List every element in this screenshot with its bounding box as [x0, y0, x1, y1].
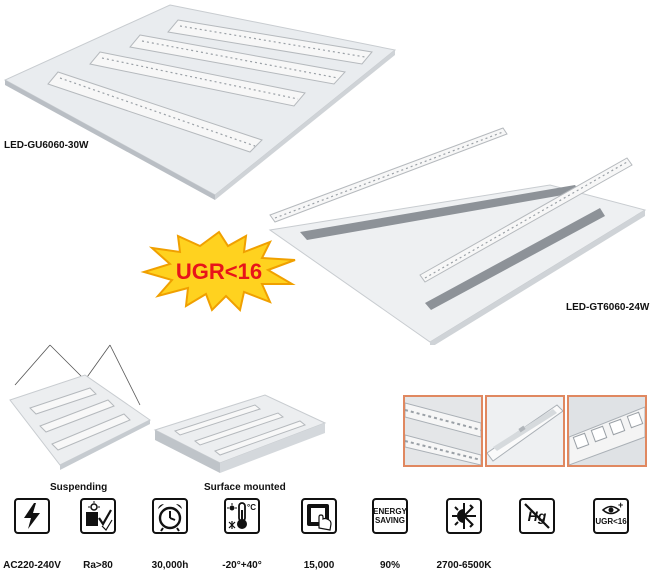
ugr-badge-text: UGR<16: [176, 259, 262, 284]
suspending-image: [9, 344, 151, 470]
feature-color-rendering: Ra>80: [62, 498, 134, 571]
energy-line-2: SAVING: [374, 516, 406, 525]
alarm-clock-icon: [152, 498, 188, 534]
surface-mounted-label: Surface mounted: [204, 482, 286, 493]
detail-closeup-1: [403, 395, 483, 467]
energy-line-1: ENERGY: [373, 507, 407, 516]
sun-snowflake-icon: [446, 498, 482, 534]
gu6060-label: LED-GU6060-30W: [4, 140, 89, 151]
gt6060-label: LED-GT6060-24W: [566, 302, 650, 313]
switch-icon: [301, 498, 337, 534]
suspending-label: Suspending: [50, 482, 108, 493]
detail-closeup-2: [485, 395, 565, 467]
thermometer-icon: °C: [224, 498, 260, 534]
feature-caption: Ra>80: [83, 560, 113, 571]
feature-caption: AC220-240V: [3, 560, 61, 571]
gu6060-panel-image: [3, 4, 397, 200]
feature-caption: 90%: [379, 560, 400, 571]
feature-caption: -20°+40°: [222, 560, 262, 571]
feature-color-temperature: 2700-6500K: [428, 498, 500, 571]
feature-voltage: AC220-240V: [0, 498, 68, 571]
feature-switching: 15,000: [283, 498, 355, 571]
feature-caption: 15,000: [303, 560, 335, 571]
no-mercury-icon: Hg: [519, 498, 555, 534]
feature-caption: 2700-6500K: [436, 560, 492, 571]
feature-lifetime: 30,000h: [134, 498, 206, 571]
feature-ugr: + UGR<16: [575, 498, 647, 560]
surface-mounted-image: [153, 394, 327, 473]
feature-caption: 30,000h: [151, 560, 189, 571]
eye-plus: +: [618, 500, 624, 510]
feature-temperature: °C -20°+40°: [206, 498, 278, 571]
ugr-badge: UGR<16: [140, 230, 296, 312]
eye-ugr-icon: + UGR<16: [593, 498, 629, 534]
energy-saving-icon: ENERGY SAVING: [372, 498, 408, 534]
feature-energy-saving: ENERGY SAVING 90%: [354, 498, 426, 571]
color-rendering-icon: [80, 498, 116, 534]
detail-closeup-3: [567, 395, 647, 467]
thermometer-unit: °C: [247, 503, 256, 512]
gt6060-panel-image: [268, 127, 647, 345]
feature-no-mercury: Hg: [501, 498, 573, 560]
lightning-icon: [14, 498, 50, 534]
eye-ugr-text: UGR<16: [595, 517, 627, 526]
